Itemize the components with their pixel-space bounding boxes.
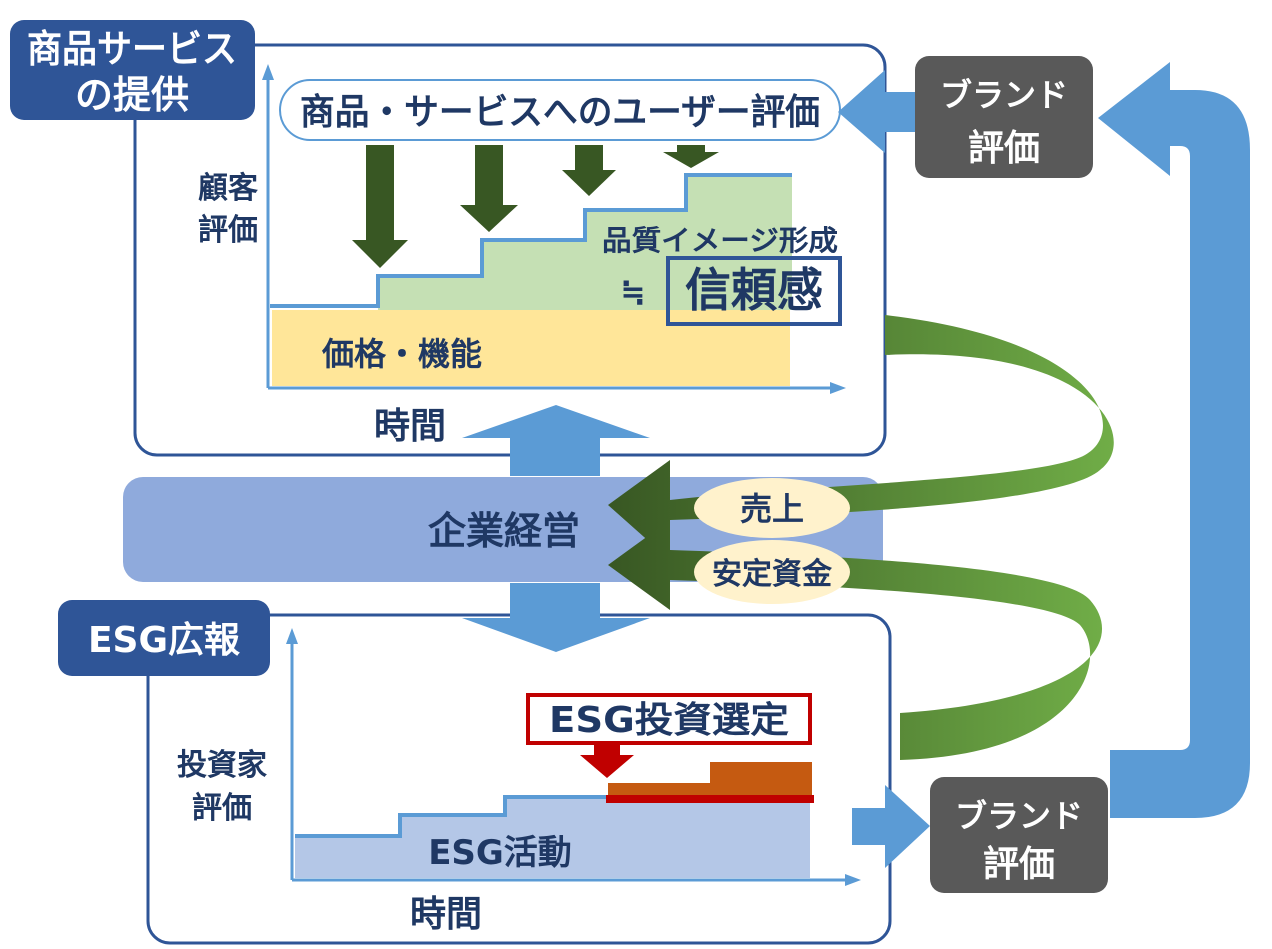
brand-to-service-arrow: [838, 70, 915, 153]
eval-arrow-1: [352, 145, 408, 268]
funds-text: 安定資金: [712, 557, 833, 592]
esg-selection-line: [606, 795, 814, 803]
sales-text: 売上: [740, 490, 804, 528]
investor-eval-line2: 評価: [192, 791, 252, 826]
esg-selection-area: [608, 762, 812, 797]
esg-activity-text: ESG活動: [428, 833, 572, 873]
selection-arrow: [580, 742, 634, 778]
service-title-box: [10, 20, 255, 120]
eval-arrow-4: [663, 145, 719, 168]
brand-bottom-box: [930, 777, 1108, 893]
esg-activity-area: [295, 797, 810, 878]
brand-loop-arrow: [1098, 62, 1250, 818]
top-y-axis-head: [262, 64, 274, 80]
top-x-axis-head: [830, 382, 846, 394]
up-arrow: [462, 405, 650, 476]
investor-eval-line1: 投資家: [177, 748, 267, 783]
management-text: 企業経営: [428, 509, 580, 553]
down-arrow: [462, 583, 650, 652]
brand-top-line2: 評価: [968, 128, 1040, 169]
quality-text: 品質イメージ形成: [602, 224, 838, 257]
trust-box: [666, 256, 842, 326]
esg-selection-text: ESG投資選定: [549, 700, 789, 741]
esg-title-box: [58, 600, 270, 676]
esg-title-text: ESG広報: [88, 620, 240, 661]
bottom-time-text: 時間: [410, 894, 482, 935]
price-function-text: 価格・機能: [321, 335, 482, 373]
brand-top-box: [915, 56, 1093, 178]
brand-bottom-line2: 評価: [983, 844, 1055, 885]
user-eval-box: [279, 79, 841, 141]
approx-symbol: ≒: [620, 275, 645, 310]
esg-step-line: [295, 795, 610, 838]
esg-selection-box: [526, 693, 812, 745]
top-time-text: 時間: [374, 406, 446, 447]
bottom-x-axis-head: [845, 874, 861, 886]
brand-bottom-line1: ブランド: [955, 797, 1083, 835]
customer-eval-line2: 評価: [198, 213, 258, 248]
eval-arrow-3: [562, 145, 616, 196]
service-title-line2: の提供: [75, 73, 189, 117]
esg-to-brand-arrow: [852, 785, 930, 868]
quality-step-line: [270, 173, 792, 308]
trust-text: 信頼感: [685, 263, 823, 317]
brand-top-line1: ブランド: [940, 76, 1068, 114]
bottom-y-axis-head: [286, 628, 298, 644]
sales-oval: [694, 478, 850, 538]
service-title-line1: 商品サービス: [27, 27, 237, 71]
customer-eval-line1: 顧客: [198, 171, 258, 206]
funds-oval: [694, 540, 850, 604]
user-eval-text: 商品・サービスへのユーザー評価: [300, 92, 820, 133]
eval-arrow-2: [460, 145, 518, 232]
